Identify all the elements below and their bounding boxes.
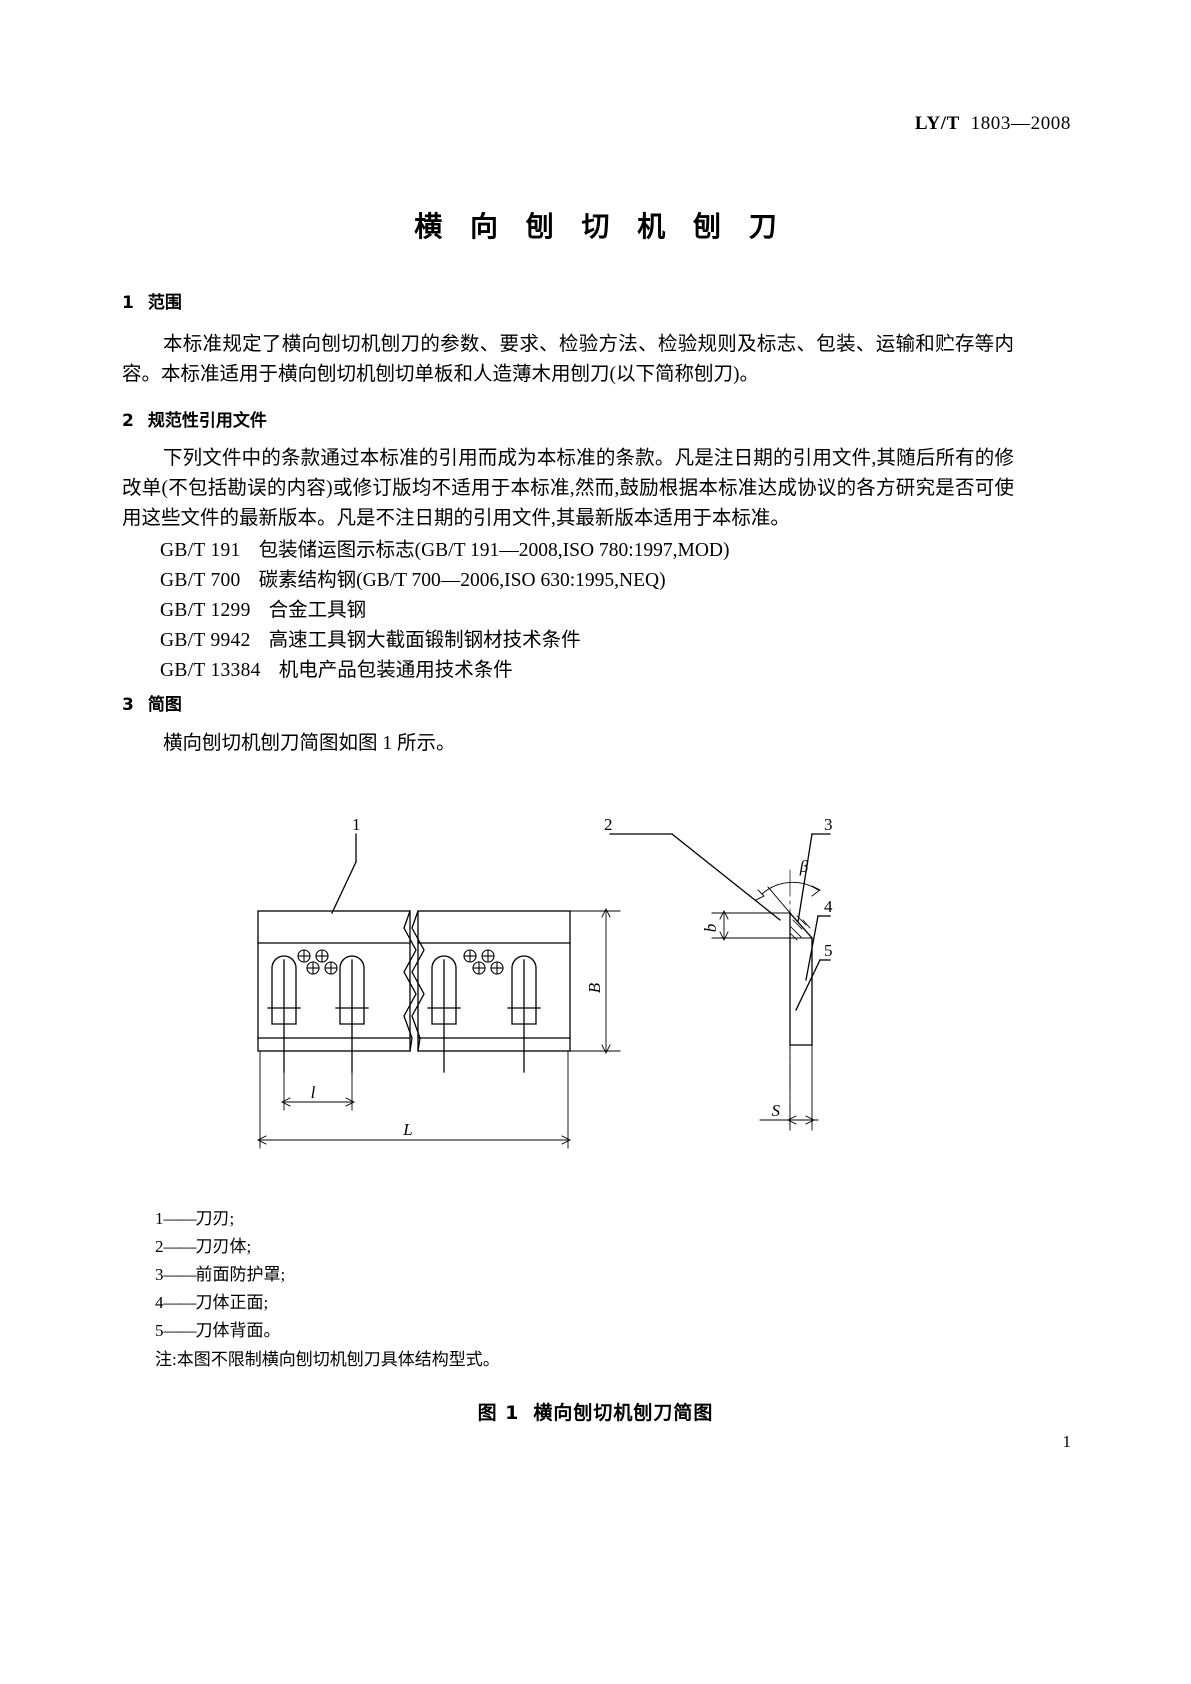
legend-dash: —— [163,1321,197,1340]
reference-item: GB/T 9942 高速工具钢大截面锻制钢材技术条件 [160,623,581,652]
section-heading-2: 2 规范性引用文件 [122,406,267,431]
reference-item: GB/T 191 包装储运图示标志(GB/T 191—2008,ISO 780:1… [160,533,730,562]
legend-text: 刀体背面。 [195,1321,281,1340]
section-number-3: 3 [122,695,134,715]
figure-callout-2: 2 [604,815,613,834]
legend-number: 3 [155,1265,164,1284]
blade-schematic-svg: 1 2 3 4 5 l L B b S β [256,815,833,1149]
reference-code: GB/T 191 [160,540,241,561]
reference-title: 包装储运图示标志(GB/T 191—2008,ISO 780:1997,MOD) [258,540,730,561]
legend-item: 4——刀体正面; [155,1289,285,1317]
legend-item: 2——刀刃体; [155,1233,285,1261]
reference-code: GB/T 1299 [160,600,251,621]
reference-title: 高速工具钢大截面锻制钢材技术条件 [268,630,581,651]
legend-number: 4 [155,1293,164,1312]
figure-legend: 1——刀刃; 2——刀刃体; 3——前面防护罩; 4——刀体正面; 5——刀体背… [155,1205,285,1345]
dimension-label-b: b [701,924,720,933]
section-title-3: 简图 [147,695,182,715]
page-title: 横 向 刨 切 机 刨 刀 [414,210,786,243]
section-heading-1: 1 范围 [122,288,182,313]
page-number: 1 [1062,1432,1072,1451]
standard-code: LY/T [914,113,960,134]
section-number-1: 1 [122,293,134,313]
section-title-1: 范围 [147,293,182,313]
standard-number: 1803—2008 [970,113,1071,134]
figure-callout-4: 4 [824,897,833,916]
reference-item: GB/T 700 碳素结构钢(GB/T 700—2006,ISO 630:1995… [160,563,666,592]
reference-code: GB/T 9942 [160,630,251,651]
dimension-label-L: L [402,1120,412,1139]
section-heading-3: 3 简图 [122,690,182,715]
reference-title: 碳素结构钢(GB/T 700—2006,ISO 630:1995,NEQ) [258,570,666,591]
figure-diagram: 1 2 3 4 5 l L B b S β [0,810,1191,1180]
legend-number: 1 [155,1209,164,1228]
legend-item: 3——前面防护罩; [155,1261,285,1289]
dimension-label-S: S [772,1101,781,1120]
figure-note: 注:本图不限制横向刨切机刨刀具体结构型式。 [155,1350,500,1369]
figure-callout-3: 3 [824,815,833,834]
legend-text: 刀刃; [195,1209,235,1228]
section-1-paragraph: 本标准规定了横向刨切机刨刀的参数、要求、检验方法、检验规则及标志、包装、运输和贮… [122,334,1014,385]
section-3-paragraph: 横向刨切机刨刀简图如图 1 所示。 [162,733,456,754]
section-number-2: 2 [122,411,134,431]
legend-dash: —— [163,1265,197,1284]
legend-text: 刀刃体; [195,1237,252,1256]
legend-number: 5 [155,1321,164,1340]
legend-text: 前面防护罩; [195,1265,286,1284]
legend-dash: —— [163,1293,197,1312]
reference-code: GB/T 700 [160,570,241,591]
legend-dash: —— [163,1209,197,1228]
figure-callout-1: 1 [352,815,361,834]
reference-title: 机电产品包装通用技术条件 [278,660,513,681]
legend-item: 5——刀体背面。 [155,1317,285,1345]
dimension-label-l: l [311,1083,316,1102]
legend-dash: —— [163,1237,197,1256]
reference-code: GB/T 13384 [160,660,261,681]
reference-item: GB/T 13384 机电产品包装通用技术条件 [160,653,513,682]
section-title-2: 规范性引用文件 [147,411,267,431]
figure-caption-label: 图 1 [477,1402,520,1424]
figure-caption: 图 1 横向刨切机刨刀简图 [0,1398,1191,1425]
figure-callout-5: 5 [824,941,833,960]
page-header: LY/T 1803—2008 [915,113,1071,135]
reference-item: GB/T 1299 合金工具钢 [160,593,366,622]
section-2-paragraph: 下列文件中的条款通过本标准的引用而成为本标准的条款。凡是注日期的引用文件,其随后… [122,448,1014,529]
dimension-label-beta: β [799,857,809,876]
legend-text: 刀体正面; [195,1293,269,1312]
legend-item: 1——刀刃; [155,1205,285,1233]
figure-caption-text: 横向刨切机刨刀简图 [533,1402,714,1424]
dimension-label-B: B [585,982,604,993]
legend-number: 2 [155,1237,164,1256]
reference-title: 合金工具钢 [268,600,367,621]
